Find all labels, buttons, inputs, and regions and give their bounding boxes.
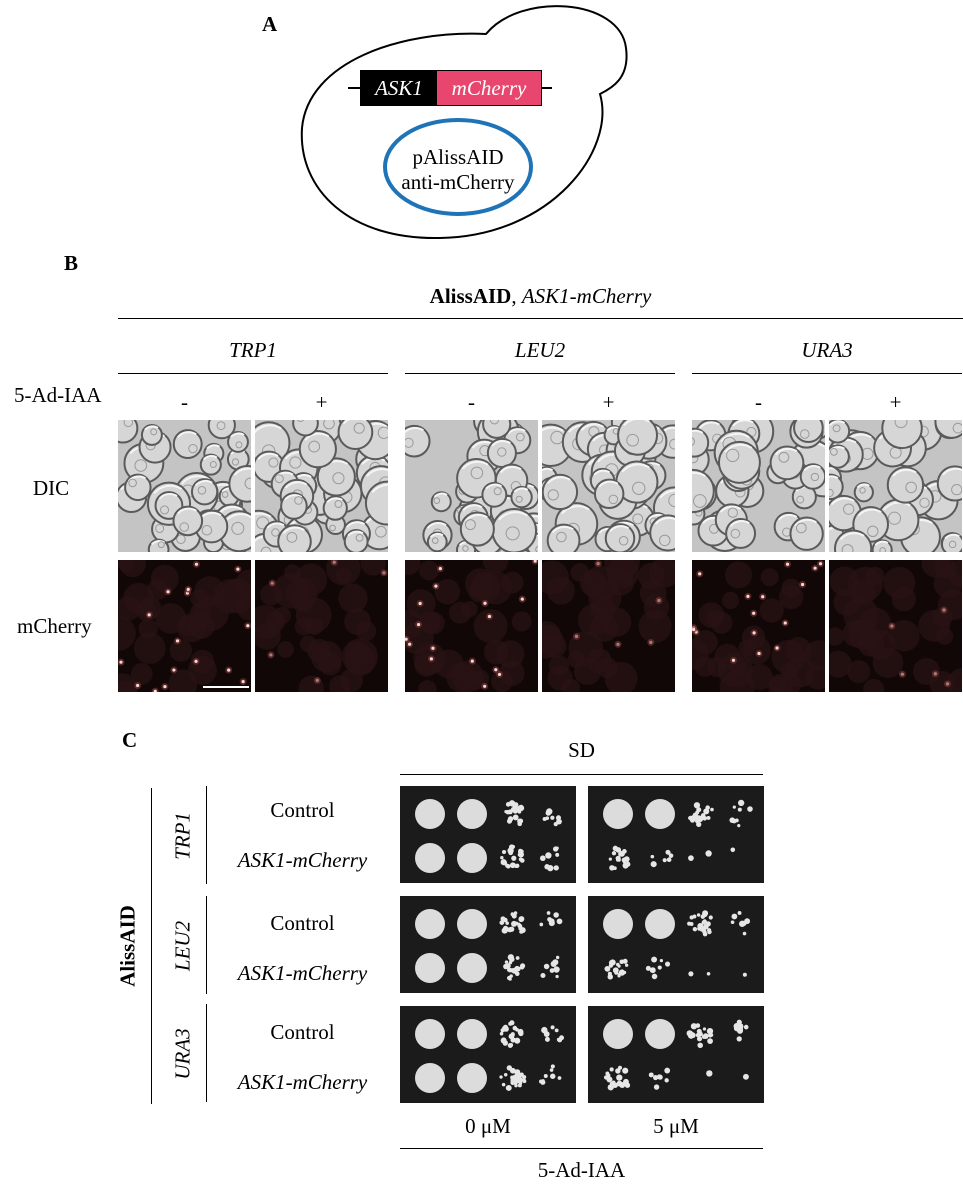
sign-4: -: [755, 390, 762, 414]
gene-segment: ASK1: [361, 71, 437, 105]
panel-b-letter: B: [64, 251, 79, 275]
title-sep: ,: [511, 284, 522, 308]
panel-a-letter: A: [262, 12, 278, 36]
dic-image: [542, 420, 675, 552]
dic-image: [118, 420, 251, 552]
marker-trp1: TRP1: [229, 338, 277, 362]
row-label-mcherry: mCherry: [17, 614, 92, 638]
sign-1: +: [315, 390, 328, 414]
strain-tagged-trp1: ASK1-mCherry: [237, 848, 368, 872]
strain-control-leu2: Control: [270, 911, 335, 935]
treatment-rule: [400, 1148, 763, 1149]
title-strain: AlissAID: [429, 284, 512, 308]
dic-image: [255, 420, 388, 552]
group-marker-leu2: LEU2: [170, 920, 195, 972]
title-rule: [118, 318, 963, 319]
scale-bar: [203, 686, 249, 688]
sign-3: +: [602, 390, 615, 414]
concentration-0: 0 μM: [465, 1114, 511, 1138]
dic-image: [829, 420, 962, 552]
sign-2: -: [468, 390, 475, 414]
spot-plate: [400, 786, 576, 883]
panel-c-letter: C: [122, 728, 138, 752]
group-marker-trp1: TRP1: [170, 812, 195, 860]
strain-tagged-leu2: ASK1-mCherry: [237, 961, 368, 985]
marker-bracket-leu2: [206, 896, 207, 994]
yeast-cell-diagram: [300, 5, 628, 240]
marker-ura3: URA3: [801, 338, 853, 362]
marker-rule-trp1: [118, 373, 388, 374]
strain-tagged-ura3: ASK1-mCherry: [237, 1070, 368, 1094]
plasmid-line1: pAlissAID: [412, 145, 504, 169]
spot-plate: [588, 786, 764, 883]
marker-bracket-ura3: [206, 1004, 207, 1102]
panel-b-title: AlissAID, ASK1-mCherry: [118, 286, 963, 307]
spot-plate: [400, 1006, 576, 1103]
treatment-label-b: 5-Ad-IAA: [14, 383, 102, 407]
mcherry-image: [829, 560, 962, 692]
marker-rule-leu2: [405, 373, 675, 374]
mcherry-image: [542, 560, 675, 692]
medium-rule: [400, 774, 763, 775]
dic-image: [692, 420, 825, 552]
mcherry-image: [118, 560, 251, 692]
spot-plate: [588, 896, 764, 993]
spot-plate: [588, 1006, 764, 1103]
strain-control-ura3: Control: [270, 1020, 335, 1044]
mcherry-image: [255, 560, 388, 692]
marker-bracket-trp1: [206, 786, 207, 884]
group-marker-ura3: URA3: [170, 1028, 195, 1080]
sign-5: +: [889, 390, 902, 414]
tag-name: mCherry: [451, 75, 527, 100]
strain-control-trp1: Control: [270, 798, 335, 822]
title-construct: ASK1-mCherry: [521, 284, 652, 308]
plasmid-line2: anti-mCherry: [401, 170, 515, 194]
row-label-dic: DIC: [33, 476, 70, 500]
marker-leu2: LEU2: [514, 338, 566, 362]
concentration-5: 5 μM: [653, 1114, 699, 1138]
strain-bracket: [151, 788, 152, 1104]
treatment-label-c: 5-Ad-IAA: [537, 1158, 626, 1182]
strain-label: AlissAID: [115, 905, 140, 987]
sign-0: -: [181, 390, 188, 414]
marker-rule-ura3: [692, 373, 962, 374]
dic-image: [405, 420, 538, 552]
gene-name: ASK1: [375, 75, 423, 100]
medium-label: SD: [568, 738, 595, 762]
mcherry-image: [692, 560, 825, 692]
spot-plate: [400, 896, 576, 993]
tag-segment: mCherry: [437, 71, 541, 105]
mcherry-image: [405, 560, 538, 692]
gene-box: ASK1 mCherry: [360, 70, 542, 106]
